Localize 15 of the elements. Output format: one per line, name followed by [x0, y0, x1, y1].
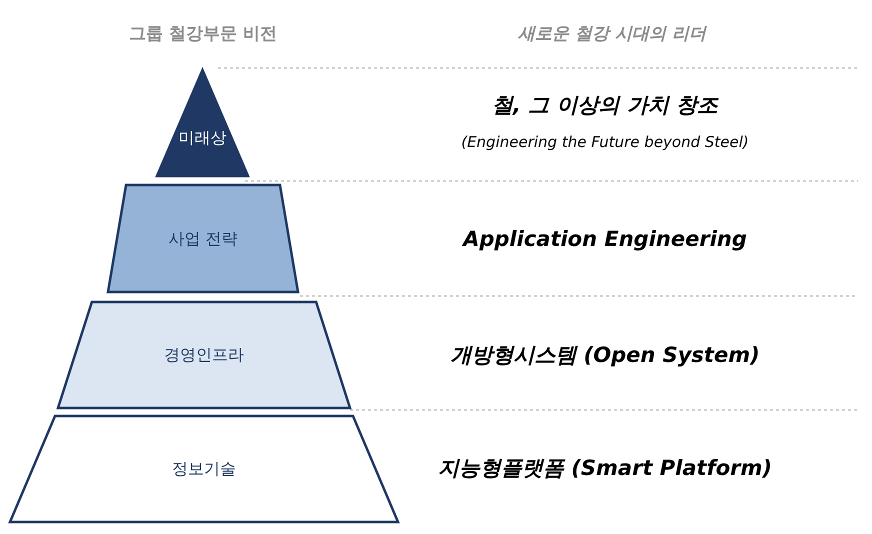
level-label: 사업 전략 [168, 229, 238, 250]
level-label: 정보기술 [172, 459, 236, 480]
description-text: 개방형시스템 (Open System) [450, 342, 760, 369]
description-text: 지능형플랫폼 (Smart Platform) [438, 455, 772, 482]
subtitle-text: (Engineering the Future beyond Steel) [461, 133, 749, 151]
level-label: 경영인프라 [164, 345, 244, 366]
pyramid-tier [58, 302, 350, 408]
description-text: 철, 그 이상의 가치 창조 [492, 92, 718, 119]
description-text: Application Engineering [463, 227, 747, 251]
level-label: 미래상 [178, 128, 226, 149]
column-heading: 새로운 철강 시대의 리더 [518, 23, 706, 45]
pyramid-tier [10, 416, 398, 522]
column-heading: 그룹 철강부문 비전 [129, 23, 277, 45]
pyramid-apex [157, 70, 248, 176]
pyramid-tier [108, 185, 298, 292]
